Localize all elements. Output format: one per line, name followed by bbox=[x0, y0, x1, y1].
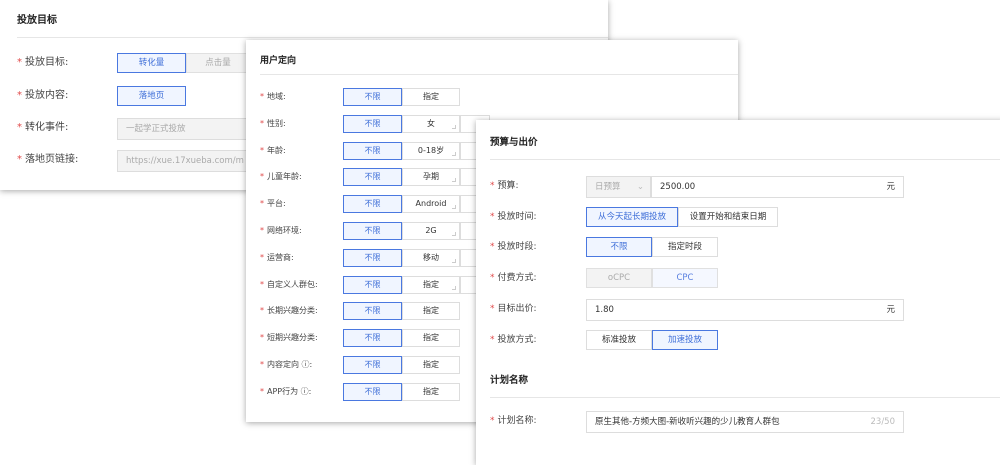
option-specify[interactable]: 指定 bbox=[402, 329, 460, 348]
resize-corner-icon bbox=[452, 205, 456, 210]
option-set-dates[interactable]: 设置开始和结束日期 bbox=[678, 207, 778, 227]
field-label: *平台: bbox=[260, 199, 286, 209]
field-label: *自定义人群包: bbox=[260, 279, 318, 289]
option-specify[interactable]: 女 bbox=[402, 114, 460, 133]
option-specify[interactable]: 指定 bbox=[402, 88, 460, 106]
targeting-row: *短期兴趣分类: 不限指定 bbox=[246, 329, 738, 348]
char-count: 23/50 bbox=[870, 417, 896, 427]
field-label: *投放方式: bbox=[490, 335, 537, 345]
resize-corner-icon bbox=[452, 258, 456, 263]
form-row-mode: *投放方式: 标准投放 加速投放 bbox=[476, 330, 1000, 350]
targeting-row: *地域: 不限指定 bbox=[246, 88, 738, 106]
field-label: *计划名称: bbox=[490, 416, 537, 426]
field-label: *落地页链接: bbox=[17, 154, 79, 165]
field-label: *性别: bbox=[260, 118, 286, 128]
section-title: 用户定向 bbox=[260, 56, 297, 66]
option-unlimited[interactable]: 不限 bbox=[343, 88, 402, 106]
option-unlimited[interactable]: 不限 bbox=[343, 114, 402, 133]
field-label: *儿童年龄: bbox=[260, 172, 302, 182]
option-ocpc[interactable]: oCPC bbox=[586, 268, 652, 288]
field-label: *投放时间: bbox=[490, 212, 537, 222]
field-label: *短期兴趣分类: bbox=[260, 333, 318, 343]
landing-url-field[interactable]: https://xue.17xueba.com/m bbox=[117, 150, 257, 172]
form-row-period: *投放时段: 不限 指定时段 bbox=[476, 237, 1000, 257]
field-label: *预算: bbox=[490, 181, 519, 191]
option-unlimited[interactable]: 不限 bbox=[343, 382, 402, 401]
option-unlimited[interactable]: 不限 bbox=[343, 168, 402, 187]
option-specify[interactable]: 指定 bbox=[402, 302, 460, 321]
targeting-row: *内容定向 ⓘ: 不限指定 bbox=[246, 356, 738, 374]
field-label: *目标出价: bbox=[490, 304, 537, 314]
field-label: *地域: bbox=[260, 92, 286, 101]
option-unlimited[interactable]: 不限 bbox=[343, 195, 402, 214]
field-label: *转化事件: bbox=[17, 122, 69, 133]
field-label: *APP行为 ⓘ: bbox=[260, 386, 312, 396]
divider bbox=[490, 397, 1000, 398]
chevron-down-icon: ⌄ bbox=[636, 182, 644, 192]
budget-type-select[interactable]: 日预算⌄ bbox=[586, 176, 651, 198]
option-period[interactable]: 指定时段 bbox=[652, 237, 718, 257]
option-standard[interactable]: 标准投放 bbox=[586, 330, 652, 350]
option-specify[interactable]: Android bbox=[402, 195, 460, 214]
option-conversion[interactable]: 转化量 bbox=[117, 53, 186, 73]
option-accelerated[interactable]: 加速投放 bbox=[652, 330, 718, 350]
field-label: *付费方式: bbox=[490, 273, 537, 283]
option-specify[interactable]: 指定 bbox=[402, 356, 460, 374]
section-title: 计划名称 bbox=[490, 375, 529, 386]
option-unlimited[interactable]: 不限 bbox=[343, 356, 402, 374]
option-specify[interactable]: 0-18岁 bbox=[402, 141, 460, 160]
option-cpc[interactable]: CPC bbox=[652, 268, 718, 288]
option-specify[interactable]: 2G bbox=[402, 222, 460, 240]
resize-corner-icon bbox=[452, 178, 456, 183]
option-unlimited[interactable]: 不限 bbox=[343, 141, 402, 160]
option-specify[interactable]: 移动 bbox=[402, 248, 460, 267]
divider bbox=[260, 74, 738, 75]
field-label: *网络环境: bbox=[260, 226, 302, 235]
option-unlimited[interactable]: 不限 bbox=[343, 302, 402, 321]
option-unlimited[interactable]: 不限 bbox=[343, 329, 402, 348]
field-label: *投放时段: bbox=[490, 242, 537, 252]
divider bbox=[490, 159, 1000, 160]
field-label: *运营商: bbox=[260, 252, 294, 262]
targeting-row: *APP行为 ⓘ: 不限指定 bbox=[246, 382, 738, 401]
field-label: *内容定向 ⓘ: bbox=[260, 360, 313, 369]
option-clicks[interactable]: 点击量 bbox=[186, 53, 250, 73]
option-unlimited[interactable]: 不限 bbox=[343, 222, 402, 240]
field-label: *年龄: bbox=[260, 145, 286, 155]
form-row-content: *投放内容: 落地页 bbox=[0, 86, 608, 106]
resize-corner-icon bbox=[452, 285, 456, 290]
resize-corner-icon bbox=[452, 232, 456, 236]
option-specify[interactable]: 孕期 bbox=[402, 168, 460, 187]
resize-corner-icon bbox=[452, 124, 456, 129]
targeting-row: *长期兴趣分类: 不限指定 bbox=[246, 302, 738, 321]
section-title: 投放目标 bbox=[17, 15, 57, 26]
field-label: *长期兴趣分类: bbox=[260, 306, 318, 316]
field-label: *投放目标: bbox=[17, 57, 69, 68]
option-unlimited[interactable]: 不限 bbox=[343, 275, 402, 294]
form-row-goal: *投放目标: 转化量 点击量 bbox=[0, 53, 608, 73]
option-specify[interactable]: 指定 bbox=[402, 382, 460, 401]
divider bbox=[17, 37, 608, 38]
resize-corner-icon bbox=[452, 151, 456, 156]
targeting-row: *性别: 不限女 bbox=[246, 114, 738, 133]
form-row-event: *转化事件: 一起学正式投放 bbox=[0, 118, 608, 140]
option-landing-page[interactable]: 落地页 bbox=[117, 86, 186, 106]
form-row-pay: *付费方式: oCPC CPC bbox=[476, 268, 1000, 288]
field-label: *投放内容: bbox=[17, 90, 69, 101]
option-long-term[interactable]: 从今天起长期投放 bbox=[586, 207, 678, 227]
option-unlimited[interactable]: 不限 bbox=[586, 237, 652, 257]
section-title: 预算与出价 bbox=[490, 137, 538, 148]
option-unlimited[interactable]: 不限 bbox=[343, 248, 402, 267]
option-specify[interactable]: 指定 bbox=[402, 275, 460, 294]
form-row-time: *投放时间: 从今天起长期投放 设置开始和结束日期 bbox=[476, 207, 1000, 227]
conversion-event-field[interactable]: 一起学正式投放 bbox=[117, 118, 257, 140]
